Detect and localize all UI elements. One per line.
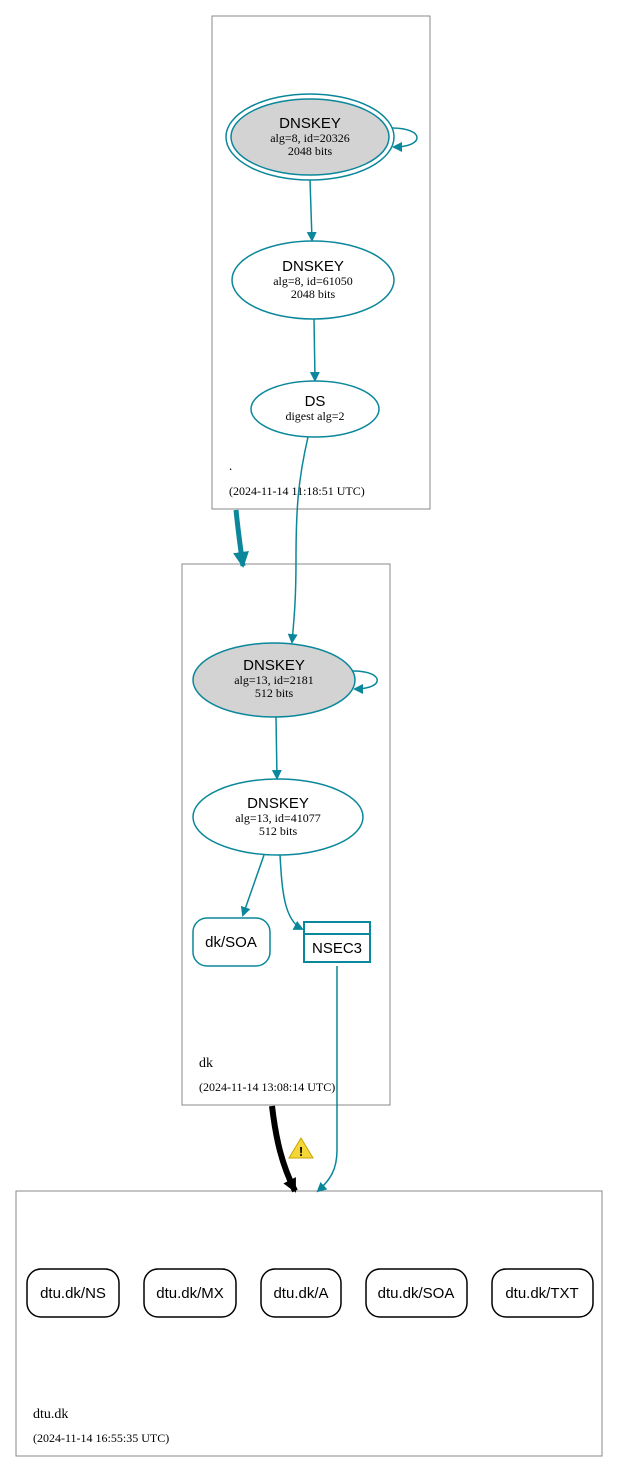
root-zsk-node[interactable]: DNSKEY alg=8, id=61050 2048 bits [231, 240, 395, 320]
dtu-mx-label: dtu.dk/MX [156, 1285, 224, 1302]
nsec3-node[interactable]: NSEC3 [303, 921, 371, 963]
dtu-a-label: dtu.dk/A [273, 1285, 328, 1302]
edge-root-to-dk-delegation [233, 509, 249, 568]
dk-zsk-line2: 512 bits [259, 824, 298, 838]
zone-dk-box [181, 563, 391, 1106]
dk-soa-label: dk/SOA [205, 934, 257, 951]
dk-zsk-title: DNSKEY [247, 795, 309, 812]
dtu-a-node[interactable]: dtu.dk/A [260, 1268, 342, 1318]
root-ksk-node[interactable]: DNSKEY alg=8, id=20326 2048 bits [225, 93, 395, 181]
zone-root-name: . [229, 458, 232, 473]
zone-root-box [211, 15, 431, 510]
warning-icon[interactable]: ! [288, 1137, 314, 1159]
zone-dtu-box [15, 1190, 603, 1457]
root-zsk-line2: 2048 bits [291, 287, 336, 301]
dtu-ns-label: dtu.dk/NS [40, 1285, 106, 1302]
dk-zsk-node[interactable]: DNSKEY alg=13, id=41077 512 bits [192, 778, 364, 856]
zone-dtu-name: dtu.dk [33, 1407, 68, 1422]
dk-ds-node[interactable]: DS digest alg=2 [250, 380, 380, 438]
dtu-mx-node[interactable]: dtu.dk/MX [143, 1268, 237, 1318]
zone-root-timestamp: (2024-11-14 11:18:51 UTC) [229, 484, 365, 498]
dtu-txt-label: dtu.dk/TXT [505, 1285, 578, 1302]
dtu-soa-label: dtu.dk/SOA [378, 1285, 455, 1302]
dtu-txt-node[interactable]: dtu.dk/TXT [491, 1268, 594, 1318]
root-zsk-title: DNSKEY [282, 258, 344, 275]
dk-ksk-line2: 512 bits [255, 686, 294, 700]
edge-root-ksk-to-zsk [306, 179, 317, 242]
root-zsk-line1: alg=8, id=61050 [273, 274, 353, 288]
zone-dk-name: dk [199, 1056, 213, 1071]
dtu-ns-node[interactable]: dtu.dk/NS [26, 1268, 120, 1318]
edge-dk-ksk-to-zsk [271, 716, 282, 780]
dk-ds-line1: digest alg=2 [285, 409, 344, 423]
warning-icon-glyph: ! [299, 1144, 303, 1159]
dk-soa-node[interactable]: dk/SOA [192, 917, 271, 967]
edge-nsec3-to-dtu [316, 966, 338, 1193]
dtu-soa-node[interactable]: dtu.dk/SOA [365, 1268, 468, 1318]
dk-zsk-line1: alg=13, id=41077 [235, 811, 321, 825]
dk-ksk-self-edge [352, 670, 378, 694]
edge-dk-zsk-to-soa [240, 854, 265, 917]
dk-ksk-title: DNSKEY [243, 657, 305, 674]
root-ksk-line2: 2048 bits [288, 144, 333, 158]
root-ksk-line1: alg=8, id=20326 [270, 131, 350, 145]
edge-root-zsk-to-ds [309, 318, 320, 382]
edge-dk-to-dtu-delegation [269, 1105, 298, 1193]
dk-ksk-line1: alg=13, id=2181 [234, 673, 314, 687]
edge-ds-to-dk-ksk [287, 436, 309, 644]
zone-dtu-timestamp: (2024-11-14 16:55:35 UTC) [33, 1431, 169, 1445]
root-ksk-self-edge [391, 127, 418, 152]
dk-ksk-node[interactable]: DNSKEY alg=13, id=2181 512 bits [192, 642, 356, 718]
zone-dk-timestamp: (2024-11-14 13:08:14 UTC) [199, 1080, 335, 1094]
nsec3-label: NSEC3 [312, 940, 362, 957]
dk-ds-title: DS [305, 393, 326, 410]
edge-dk-zsk-to-nsec3 [279, 854, 304, 930]
root-ksk-title: DNSKEY [279, 115, 341, 132]
